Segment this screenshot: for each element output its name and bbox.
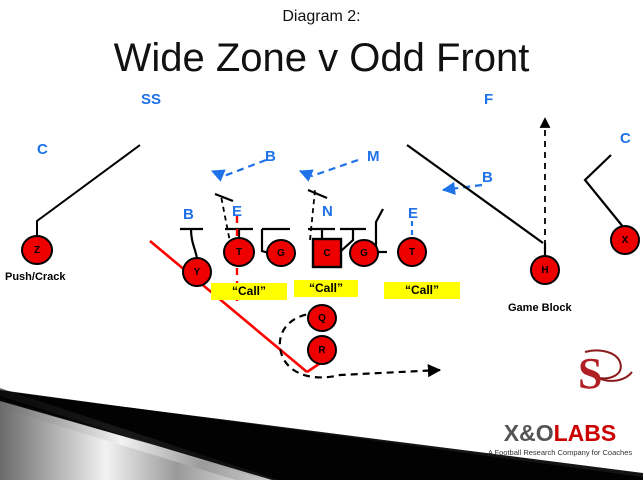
route-z-vertical [36, 144, 141, 249]
arrow-backer-right [441, 181, 483, 196]
defender-corner-left: C [37, 141, 48, 158]
arrow-backer-left [210, 158, 267, 182]
brand-logo-text: X&OLABS [480, 420, 640, 447]
defender-nose: N [322, 203, 333, 220]
brand-logo-xo: X&O [503, 420, 554, 446]
player-center[interactable] [311, 237, 343, 269]
call-box-right: “Call” [384, 282, 460, 299]
push-crack-note: Push/Crack [5, 271, 66, 283]
player-left-guard[interactable] [266, 239, 296, 267]
player-running-back[interactable] [307, 335, 337, 365]
defender-free-safety: F [484, 91, 494, 108]
defender-mike: M [367, 148, 380, 165]
player-x[interactable] [610, 225, 640, 255]
team-logo-letter: S [578, 349, 603, 398]
player-z[interactable] [21, 235, 53, 265]
player-quarterback[interactable] [307, 304, 337, 332]
brand-logo-labs: LABS [553, 420, 617, 446]
defender-corner-right: C [620, 130, 631, 147]
defender-strong-safety: SS [141, 91, 162, 108]
call-box-center: “Call” [294, 280, 358, 297]
page-title: Wide Zone v Odd Front [113, 36, 530, 80]
player-y[interactable] [182, 257, 212, 287]
player-right-guard[interactable] [349, 239, 379, 267]
block-stem-right-guard [340, 227, 366, 252]
fit-line-nose [307, 188, 328, 241]
game-block-note: Game Block [508, 302, 572, 314]
brand-logo: X&OLABS A Football Research Company for … [480, 420, 640, 457]
arrow-mike [298, 158, 359, 182]
call-box-left: “Call” [211, 283, 287, 300]
block-path-right-tackle [374, 208, 387, 254]
defender-backer-left-outside: B [265, 148, 276, 165]
defender-end-right: E [408, 205, 419, 222]
player-right-tackle[interactable] [397, 237, 427, 267]
fit-line-left-backer [214, 192, 234, 248]
player-left-tackle[interactable] [223, 237, 255, 267]
defender-backer-left-inside: B [183, 206, 194, 223]
player-h[interactable] [530, 255, 560, 285]
defender-backer-right: B [482, 169, 493, 186]
footer-decoration [0, 388, 643, 480]
brand-tagline: A Football Research Company for Coaches [487, 448, 633, 457]
defender-end-left: E [232, 203, 243, 220]
block-stem-center [308, 227, 335, 239]
block-stem-y [180, 227, 203, 259]
slide-subtitle: Diagram 2: [282, 8, 361, 25]
route-h-block [406, 144, 547, 258]
team-logo-mark [584, 349, 633, 382]
route-x [583, 154, 625, 229]
